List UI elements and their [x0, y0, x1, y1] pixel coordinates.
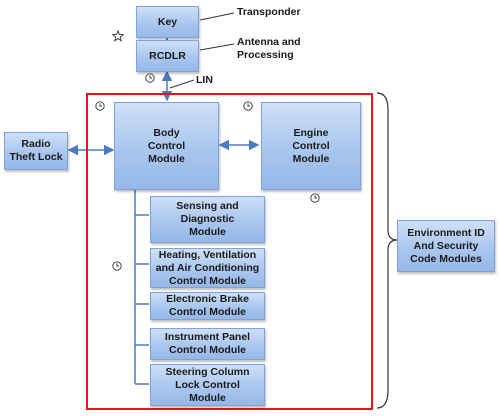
hvac-control-module-node: Heating, Ventilation and Air Conditionin… [150, 248, 265, 288]
engine-control-module-node: Engine Control Module [261, 102, 361, 190]
electronic-brake-control-module-node: Electronic Brake Control Module [150, 292, 265, 320]
key-node: Key [136, 6, 199, 38]
key-transponder-line [199, 12, 235, 21]
clock-icon [95, 101, 105, 111]
body-control-module-node: Body Control Module [114, 102, 219, 190]
rcdlr-node: RCDLR [136, 40, 199, 72]
star-icon [112, 30, 124, 42]
clock-icon [112, 261, 122, 271]
steering-column-lock-control-module-node: Steering Column Lock Control Module [150, 364, 265, 406]
clock-icon [243, 101, 253, 111]
environment-id-security-node: Environment ID And Security Code Modules [397, 220, 495, 272]
sensing-diagnostic-module-node: Sensing and Diagnostic Module [150, 196, 265, 243]
transponder-label: Transponder [237, 6, 301, 18]
clock-icon [145, 73, 155, 83]
rcdlr-antenna-line [199, 43, 235, 51]
instrument-panel-control-module-node: Instrument Panel Control Module [150, 328, 265, 360]
right-brace [376, 92, 398, 409]
security-modules-frame [86, 93, 373, 410]
lin-label-line [169, 79, 195, 89]
antenna-processing-label: Antenna and Processing [237, 36, 301, 61]
radio-theft-lock-node: Radio Theft Lock [4, 132, 68, 170]
lin-label: LIN [196, 74, 213, 86]
clock-icon [310, 193, 320, 203]
